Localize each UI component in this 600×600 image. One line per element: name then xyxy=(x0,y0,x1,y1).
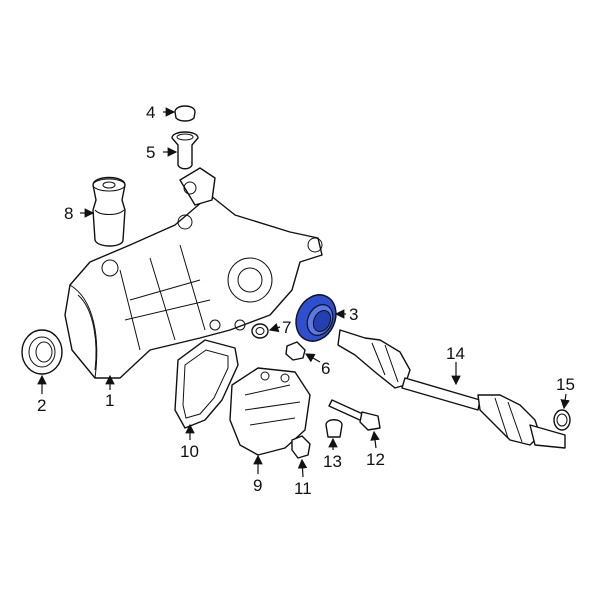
callout-13[interactable]: 13 xyxy=(323,452,342,471)
part-14-axle-shaft[interactable] xyxy=(337,329,566,449)
part-4-cap[interactable] xyxy=(174,105,196,122)
callout-15[interactable]: 15 xyxy=(556,375,575,394)
callout-5[interactable]: 5 xyxy=(146,143,156,162)
part-11-plug[interactable] xyxy=(291,435,311,459)
callout-12[interactable]: 12 xyxy=(366,450,385,469)
part-2-seal[interactable] xyxy=(21,329,63,375)
part-3-seal-highlighted[interactable] xyxy=(289,288,344,348)
callout-7[interactable]: 7 xyxy=(282,318,292,337)
callout-leaders xyxy=(37,107,570,478)
callout-1[interactable]: 1 xyxy=(105,391,115,410)
callout-10[interactable]: 10 xyxy=(180,442,199,461)
callout-6[interactable]: 6 xyxy=(321,359,331,378)
callout-9[interactable]: 9 xyxy=(253,476,263,495)
part-6-plug[interactable] xyxy=(285,341,306,361)
callout-3[interactable]: 3 xyxy=(349,305,359,324)
callout-14[interactable]: 14 xyxy=(446,344,465,363)
callout-4[interactable]: 4 xyxy=(146,103,156,122)
callout-2[interactable]: 2 xyxy=(37,396,47,415)
part-12-bolt[interactable] xyxy=(328,399,381,431)
callout-11[interactable]: 11 xyxy=(294,479,312,498)
part-7-oring[interactable] xyxy=(251,323,269,339)
part-15-ring[interactable] xyxy=(553,409,571,431)
differential-housing[interactable] xyxy=(64,167,323,379)
part-8-bushing[interactable] xyxy=(92,176,126,247)
part-13-plug[interactable] xyxy=(325,419,343,438)
part-10-gasket[interactable] xyxy=(174,339,239,429)
part-5-bushing[interactable] xyxy=(171,131,199,170)
callout-8[interactable]: 8 xyxy=(64,204,74,223)
